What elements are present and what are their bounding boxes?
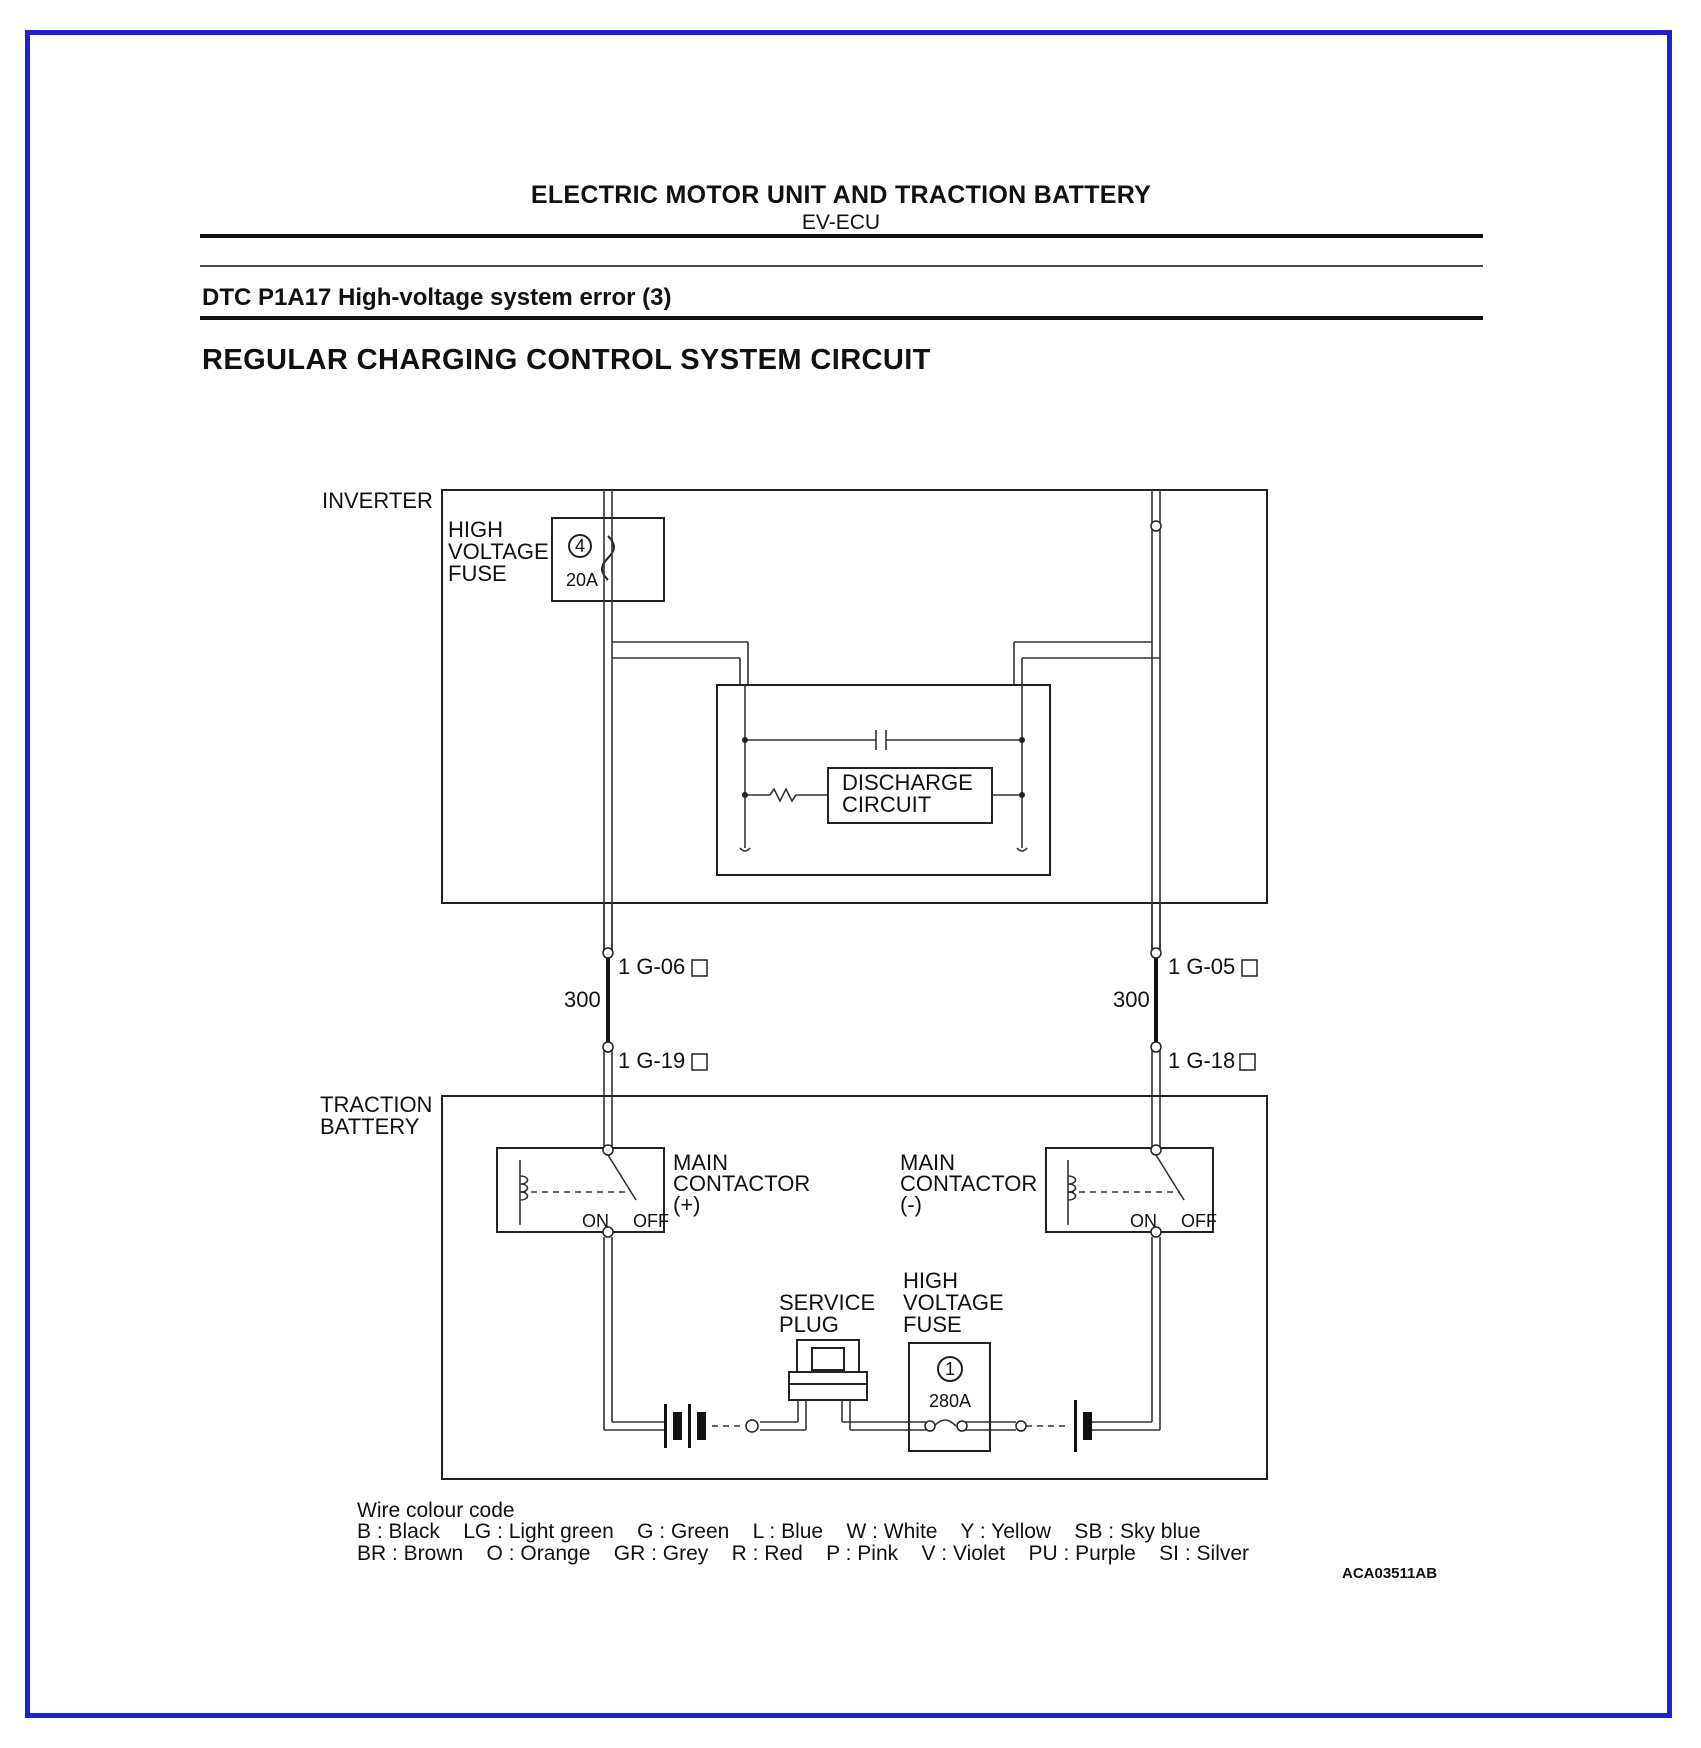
hv-fuse-4-box bbox=[551, 517, 665, 602]
contactor-minus-on: ON bbox=[1130, 1211, 1157, 1231]
contactor-minus-label-1: MAIN bbox=[900, 1150, 955, 1175]
contactor-plus-top-terminal bbox=[602, 1144, 614, 1156]
service-plug-label-1: SERVICE bbox=[779, 1290, 875, 1315]
fuse-1-number-circle bbox=[937, 1356, 963, 1382]
capacitor-box bbox=[716, 684, 1051, 876]
battery-cell-right bbox=[1074, 1400, 1092, 1452]
contactor-plus-on: ON bbox=[582, 1211, 609, 1231]
connector-1g18 bbox=[1150, 1041, 1162, 1053]
connector-1g19-icon bbox=[691, 1053, 708, 1071]
contactor-plus-label-3: (+) bbox=[673, 1192, 701, 1217]
header-title: ELECTRIC MOTOR UNIT AND TRACTION BATTERY bbox=[531, 181, 1151, 209]
contactor-minus-internals bbox=[1067, 1154, 1185, 1225]
fuse-1-terminal-right bbox=[956, 1420, 968, 1432]
inverter-box bbox=[441, 489, 1268, 904]
plug-terminal-left bbox=[745, 1419, 759, 1433]
connector-1g06 bbox=[602, 947, 614, 959]
contactor-plus-bottom-terminal bbox=[602, 1226, 614, 1238]
fuse-1-number: 1 bbox=[945, 1359, 955, 1379]
connector-1g18-icon bbox=[1239, 1053, 1256, 1071]
fuse-1-terminal-left bbox=[924, 1420, 936, 1432]
section-title: REGULAR CHARGING CONTROL SYSTEM CIRCUIT bbox=[202, 344, 931, 376]
connector-1g05-icon bbox=[1241, 959, 1258, 977]
contactor-minus-top-terminal bbox=[1150, 1144, 1162, 1156]
traction-battery-box bbox=[441, 1095, 1268, 1480]
fuse-4-element bbox=[601, 535, 615, 581]
contactor-minus-label-2: CONTACTOR bbox=[900, 1171, 1037, 1196]
connector-1g05 bbox=[1150, 947, 1162, 959]
right-terminal-top bbox=[1150, 520, 1162, 532]
connector-1g19-label: 1 G-19 bbox=[618, 1048, 685, 1073]
contactor-plus-off: OFF bbox=[633, 1211, 669, 1231]
connector-1g18-label: 1 G-18 bbox=[1168, 1048, 1235, 1073]
inverter-label: INVERTER bbox=[322, 488, 433, 513]
traction-battery-label-1: TRACTION bbox=[320, 1092, 432, 1117]
harness-left-size: 300 bbox=[564, 987, 601, 1012]
header-subtitle: EV-ECU bbox=[802, 211, 880, 234]
wire-colour-row-2: BR : Brown O : Orange GR : Grey R : Red … bbox=[357, 1542, 1249, 1565]
fuse-4-rating: 20A bbox=[566, 570, 598, 590]
cap-node-left bbox=[742, 737, 748, 743]
hv-fuse-4-label-3: FUSE bbox=[448, 561, 507, 586]
wire-colour-title: Wire colour code bbox=[357, 1499, 515, 1522]
res-node-left bbox=[742, 792, 748, 798]
discharge-label-2: CIRCUIT bbox=[842, 792, 931, 817]
page-frame bbox=[25, 30, 1672, 1718]
figure-id: ACA03511AB bbox=[1342, 1565, 1437, 1582]
contactor-minus-label-3: (-) bbox=[900, 1192, 922, 1217]
harness-wires bbox=[603, 903, 1161, 1150]
fuse-4-number-circle bbox=[568, 534, 592, 558]
hv-fuse-4-label-1: HIGH bbox=[448, 517, 503, 542]
connector-1g05-label: 1 G-05 bbox=[1168, 954, 1235, 979]
hv-fuse-4-label-2: VOLTAGE bbox=[448, 539, 549, 564]
battery-cell-left bbox=[664, 1404, 706, 1448]
harness-right-size: 300 bbox=[1113, 987, 1150, 1012]
contactor-minus-off: OFF bbox=[1181, 1211, 1217, 1231]
inverter-block bbox=[441, 489, 1268, 904]
fuse-4-number: 4 bbox=[575, 536, 585, 556]
cap-node-right bbox=[1019, 737, 1025, 743]
connector-1g19 bbox=[602, 1041, 614, 1053]
hv-fuse-1-label-3: FUSE bbox=[903, 1312, 962, 1337]
discharge-circuit-box bbox=[827, 767, 993, 824]
main-contactor-minus-box bbox=[1045, 1147, 1214, 1233]
battery-wiring bbox=[603, 1237, 1161, 1431]
contactor-plus-label-2: CONTACTOR bbox=[673, 1171, 810, 1196]
contactor-minus-bottom-terminal bbox=[1150, 1226, 1162, 1238]
contactor-plus-internals bbox=[519, 1154, 637, 1225]
connector-1g06-icon bbox=[691, 959, 708, 977]
traction-battery-label-2: BATTERY bbox=[320, 1114, 420, 1139]
wire-colour-row-1: B : Black LG : Light green G : Green L :… bbox=[357, 1520, 1201, 1543]
contactor-plus-label-1: MAIN bbox=[673, 1150, 728, 1175]
dtc-title: DTC P1A17 High-voltage system error (3) bbox=[202, 284, 671, 311]
main-contactor-plus-box bbox=[496, 1147, 665, 1233]
hv-fuse-1-label-2: VOLTAGE bbox=[903, 1290, 1004, 1315]
battery-terminal-right bbox=[1015, 1420, 1027, 1432]
wire-right bbox=[1013, 490, 1161, 950]
res-node-right bbox=[1019, 792, 1025, 798]
hv-fuse-1-label-1: HIGH bbox=[903, 1268, 958, 1293]
connector-1g06-label: 1 G-06 bbox=[618, 954, 685, 979]
wire-left bbox=[603, 490, 749, 950]
capacitor-wiring bbox=[739, 685, 1028, 852]
hv-fuse-1-box bbox=[908, 1342, 991, 1452]
service-plug bbox=[788, 1339, 868, 1401]
service-plug-label-2: PLUG bbox=[779, 1312, 839, 1337]
fuse-1-rating: 280A bbox=[929, 1391, 971, 1411]
discharge-label-1: DISCHARGE bbox=[842, 770, 973, 795]
